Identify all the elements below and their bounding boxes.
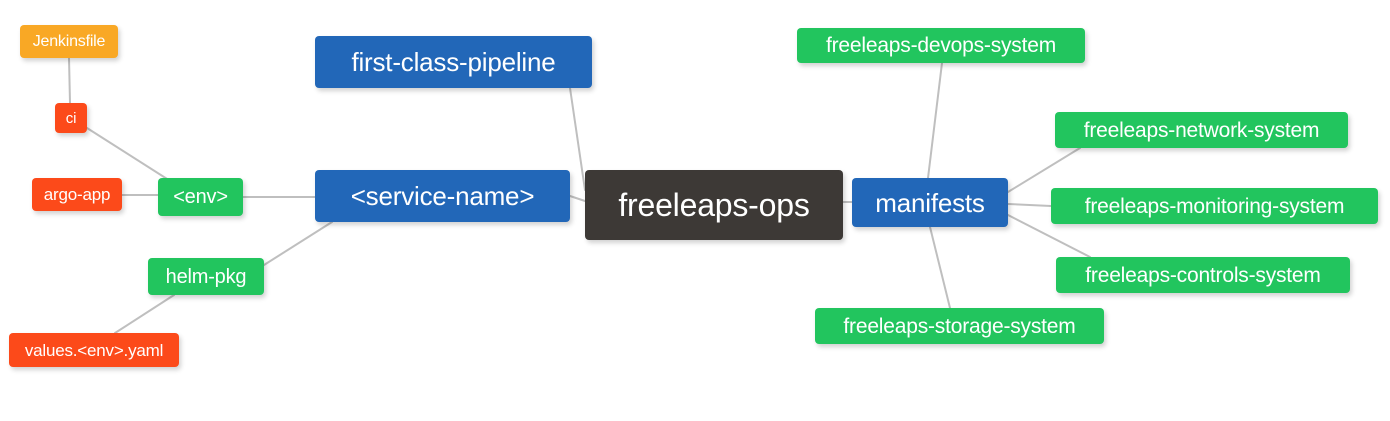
- node-manifests[interactable]: manifests: [852, 178, 1008, 227]
- edge-freeleaps-ops-to-first-class-pipeline: [569, 87, 586, 191]
- node-jenkinsfile[interactable]: Jenkinsfile: [20, 25, 118, 58]
- edge-service-name-to-helm-pkg: [263, 221, 333, 266]
- node-freeleaps-monitoring-system[interactable]: freeleaps-monitoring-system: [1051, 188, 1378, 224]
- node-freeleaps-network-system[interactable]: freeleaps-network-system: [1055, 112, 1348, 148]
- node-helm-pkg[interactable]: helm-pkg: [148, 258, 264, 295]
- node-argo-app[interactable]: argo-app: [32, 178, 122, 211]
- edge-env-to-ci: [86, 127, 176, 185]
- node-ci[interactable]: ci: [55, 103, 87, 133]
- edge-manifests-to-freeleaps-network-system: [1007, 147, 1081, 193]
- node-freeleaps-devops-system[interactable]: freeleaps-devops-system: [797, 28, 1085, 63]
- node-freeleaps-ops[interactable]: freeleaps-ops: [585, 170, 843, 240]
- edge-helm-pkg-to-values-env-yaml: [114, 294, 175, 334]
- edge-manifests-to-freeleaps-devops-system: [927, 62, 943, 179]
- edge-manifests-to-freeleaps-storage-system: [929, 226, 951, 309]
- edge-ci-to-jenkinsfile: [68, 57, 71, 104]
- edge-manifests-to-freeleaps-monitoring-system: [1007, 203, 1052, 207]
- node-freeleaps-controls-system[interactable]: freeleaps-controls-system: [1056, 257, 1350, 293]
- node-freeleaps-storage-system[interactable]: freeleaps-storage-system: [815, 308, 1104, 344]
- node-env[interactable]: <env>: [158, 178, 243, 216]
- node-first-class-pipeline[interactable]: first-class-pipeline: [315, 36, 592, 88]
- node-service-name[interactable]: <service-name>: [315, 170, 570, 222]
- node-values-env-yaml[interactable]: values.<env>.yaml: [9, 333, 179, 367]
- edge-freeleaps-ops-to-service-name: [569, 195, 586, 202]
